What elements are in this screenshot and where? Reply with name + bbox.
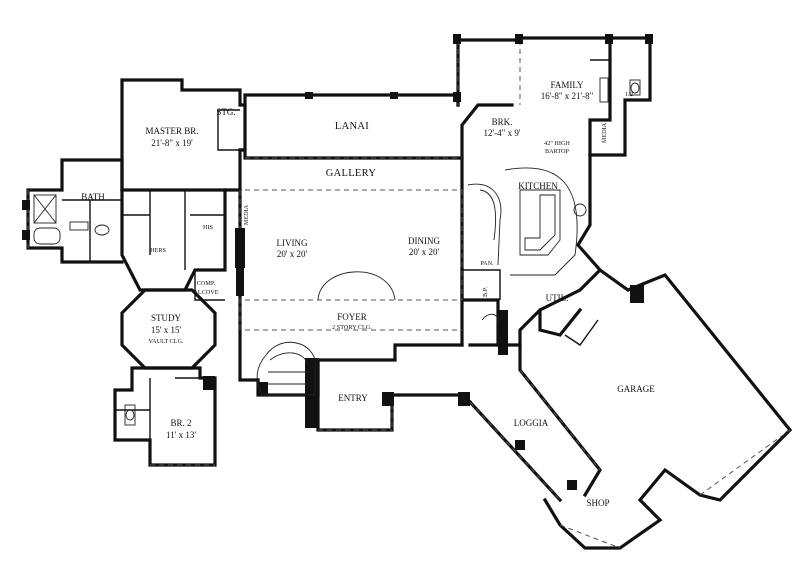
bartop-line1: 42" HIGH <box>544 140 570 147</box>
lanai-label: LANAI <box>335 121 369 132</box>
bartop-line2: BARTOP <box>545 148 569 155</box>
shop-label: SHOP <box>586 498 609 508</box>
gallery-label: GALLERY <box>326 168 377 179</box>
foyer-note: 2 STORY CLG. <box>332 324 372 331</box>
master-br-label: MASTER BR. <box>145 126 198 136</box>
living-label: LIVING <box>277 238 308 248</box>
br2-label: BR. 2 <box>170 418 191 428</box>
foyer-label: FOYER <box>337 312 367 322</box>
loggia-label: LOGGIA <box>514 418 549 428</box>
hers-label: HERS <box>150 247 166 254</box>
his-label: HIS <box>203 224 214 231</box>
pan-label: PAN. <box>480 260 494 267</box>
comp-alcove-line2: ALCOVE <box>193 289 218 296</box>
master-br-dims: 21'-8" x 19' <box>151 138 193 148</box>
comp-alcove-line1: COMP. <box>197 280 216 287</box>
exterior-walls <box>26 36 793 550</box>
stg-label: STG. <box>216 107 235 117</box>
living-dims: 20' x 20' <box>277 249 308 259</box>
kitchen-label: KITCHEN <box>518 181 558 191</box>
fixtures <box>33 77 641 426</box>
dining-label: DINING <box>408 236 440 246</box>
bath-label: BATH <box>81 192 105 202</box>
brk-label: BRK. <box>492 117 513 127</box>
room-labels: MASTER BR. 21'-8" x 19' STG. LANAI BATH … <box>81 80 655 508</box>
dining-dims: 20' x 20' <box>409 247 440 257</box>
bp-label: B.P. <box>482 287 489 297</box>
interior-walls <box>62 59 611 440</box>
entry-label: ENTRY <box>338 393 368 403</box>
study-dims: 15' x 15' <box>151 325 182 335</box>
study-label: STUDY <box>151 313 182 323</box>
family-dims: 16'-8" x 21'-8" <box>541 91 594 101</box>
half-bath-label: 1/2 <box>625 91 633 98</box>
media-right-label: MEDIA <box>601 122 608 143</box>
brk-dims: 12'-4" x 9' <box>484 128 521 138</box>
media-left-label: MEDIA <box>243 204 250 225</box>
piers <box>22 34 653 490</box>
br2-dims: 11' x 13' <box>166 430 196 440</box>
family-label: FAMILY <box>551 80 584 90</box>
study-note: VAULT CLG. <box>149 338 184 345</box>
garage-label: GARAGE <box>617 384 655 394</box>
util-label: UTIL. <box>546 293 569 303</box>
